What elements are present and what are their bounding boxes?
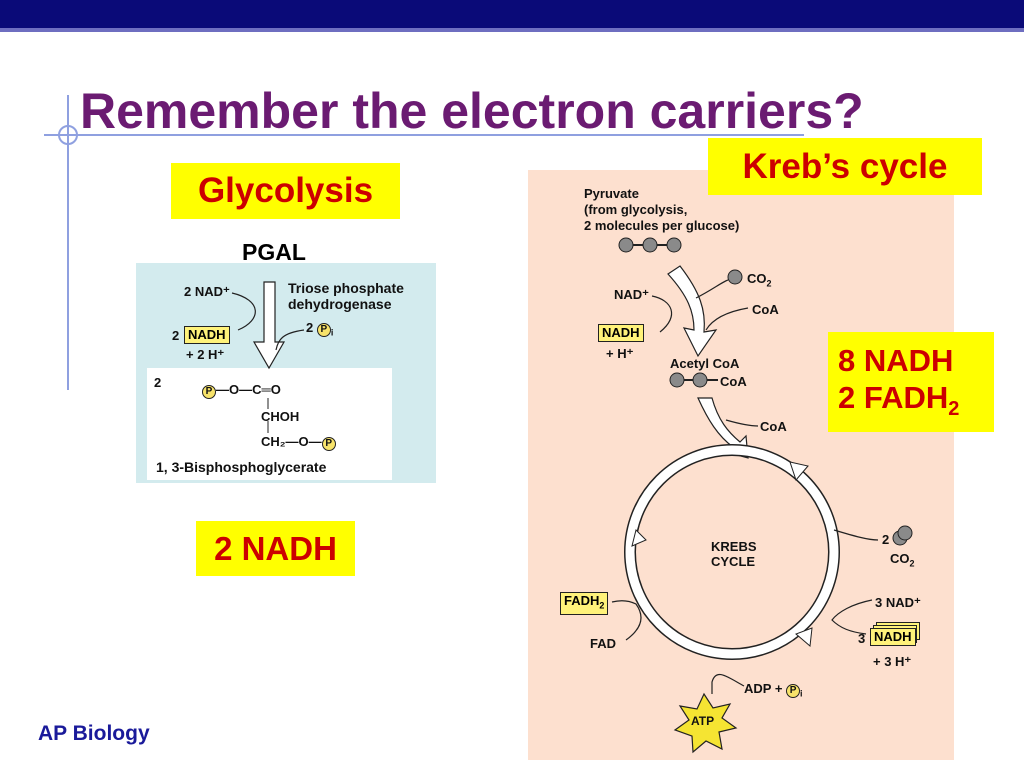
fadh2-text: FADH	[564, 593, 600, 608]
acetyl-atom	[669, 372, 685, 388]
cycle-arrowhead	[795, 627, 813, 647]
crosshair-ornament	[58, 125, 78, 145]
coa-label-3: CoA	[760, 419, 787, 434]
fad-label: FAD	[590, 636, 616, 651]
co2-atom	[727, 269, 743, 285]
co2-out-arrow	[833, 529, 879, 541]
top-bar-accent	[0, 28, 1024, 32]
krebs-cycle-text-2: CYCLE	[711, 554, 756, 569]
atp-label: ATP	[691, 714, 715, 728]
slide-title: Remember the electron carriers?	[80, 83, 864, 139]
pyruvate-line-2: (from glycolysis,	[584, 202, 688, 217]
pi-sub: i	[330, 327, 334, 338]
pyruvate-line-3: 2 molecules per glucose)	[584, 218, 740, 233]
h-plus-label: + 2 H⁺	[186, 347, 225, 362]
coa-label-2: CoA	[720, 374, 747, 389]
pi-coef: 2	[306, 320, 314, 335]
coa-out-arrow	[725, 419, 759, 427]
phosphate-icon: P	[321, 437, 336, 451]
co2-coef: 2	[882, 532, 890, 547]
fad-arrow	[611, 600, 642, 641]
krebs-cycle-text-1: KREBS	[711, 539, 757, 554]
product-coef: 2	[154, 375, 162, 390]
krebs-cycle-diagram	[528, 170, 954, 760]
adp-text: ADP +	[744, 681, 783, 696]
krebs-nadh-count: 8 NADH	[838, 343, 954, 378]
co2-sub: 2	[766, 278, 772, 289]
glycolysis-nadh-label: 2 NADH	[196, 521, 355, 576]
pyruvate-line-1: Pyruvate	[584, 186, 639, 201]
horizontal-guide-line	[44, 134, 804, 136]
krebs-carriers-label: 8 NADH 2 FADH2	[828, 332, 994, 432]
co2-out: CO2	[890, 551, 915, 572]
adp-arrow	[711, 673, 745, 694]
nadh3-box: NADH	[870, 628, 916, 646]
nad-plus-label: NAD⁺	[614, 287, 650, 302]
pyruvate-arrow	[667, 265, 718, 358]
enzyme-label-2: dehydrogenase	[288, 296, 392, 312]
h-plus-krebs: + H⁺	[606, 346, 634, 361]
acetyl-atom	[692, 372, 708, 388]
pi-curve-arrow	[275, 329, 305, 351]
nad3-arrow	[831, 599, 873, 635]
fadh-sub: 2	[948, 398, 960, 421]
glycolysis-arrow	[252, 281, 286, 370]
krebs-cycle-label: Kreb’s cycle	[708, 138, 982, 195]
vertical-guide-line	[67, 95, 69, 390]
top-bar	[0, 0, 1024, 28]
krebs-fadh-count: 2 FADH2	[838, 379, 994, 428]
co2-top: CO2	[747, 271, 772, 292]
co2b-text: CO	[890, 551, 910, 566]
phosphate-icon: P	[202, 385, 216, 399]
nad3-label: 3 NAD⁺	[875, 595, 921, 610]
nad-to-nadh-arrow	[651, 295, 673, 333]
pyruvate-atom	[642, 237, 658, 253]
co2b-sub: 2	[909, 558, 915, 569]
co2-release-arrow	[695, 279, 729, 299]
acetyl-coa-label: Acetyl CoA	[670, 356, 740, 371]
phosphate-row-1: P—O—C═O	[202, 382, 281, 399]
cycle-arrowhead	[631, 529, 647, 547]
enzyme-label-1: Triose phosphate	[288, 280, 404, 296]
h3-label: + 3 H⁺	[873, 654, 912, 669]
atp-starburst-icon	[673, 692, 738, 754]
choh-label: CHOH	[261, 409, 300, 424]
coa-in-arrow	[705, 307, 749, 331]
nadh3-coef: 3	[858, 631, 866, 646]
pi-sub-krebs: i	[800, 688, 803, 699]
bond-co: —O—C═O	[216, 382, 281, 397]
krebs-nadh-box: NADH	[598, 324, 644, 342]
fadh-text: 2 FADH	[838, 380, 949, 415]
nad-in-label: 2 NAD⁺	[184, 284, 230, 299]
fadh2-sub: 2	[599, 600, 605, 611]
footer-label: AP Biology	[38, 722, 150, 745]
phosphate-row-2: CH₂—O—P	[261, 434, 336, 451]
krebs-cycle-ring-fill	[625, 445, 839, 659]
nadh-coef: 2	[172, 328, 180, 343]
coa-label-1: CoA	[752, 302, 779, 317]
glyco-nadh-box: NADH	[184, 326, 230, 344]
ch2-label: CH₂—O—	[261, 434, 322, 449]
bisphosphoglycerate-panel	[147, 368, 392, 480]
glycolysis-label: Glycolysis	[171, 163, 400, 219]
pgal-label: PGAL	[242, 239, 306, 265]
co2-atom	[897, 525, 913, 541]
phosphate-icon: P	[316, 323, 331, 337]
co2-text: CO	[747, 271, 767, 286]
product-name: 1, 3-Bisphosphoglycerate	[156, 459, 327, 475]
cycle-arrowhead	[789, 461, 809, 481]
pyruvate-atom	[666, 237, 682, 253]
fadh2-box: FADH2	[560, 592, 609, 615]
pyruvate-atom	[618, 237, 634, 253]
phosphate-icon: P	[786, 684, 801, 698]
nad-curve-arrow	[231, 292, 256, 331]
